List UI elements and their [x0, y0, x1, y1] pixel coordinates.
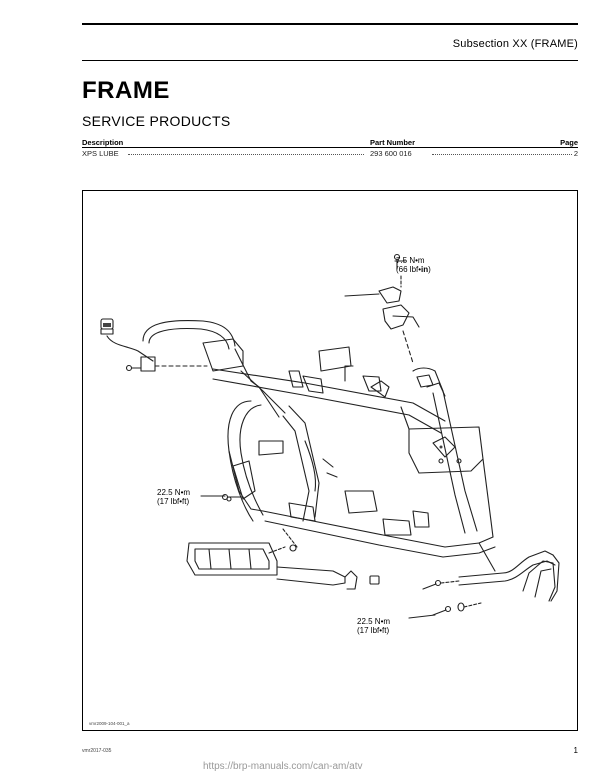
torque-imperial: (17 lbf•ft)	[357, 626, 390, 635]
table-header: Description Part Number Page	[82, 137, 578, 148]
header-top-rule	[82, 23, 578, 25]
torque-imperial: (17 lbf•ft)	[157, 497, 190, 506]
frame-illustration	[100, 253, 560, 619]
torque-label: 22.5 N•m (17 lbf•ft)	[357, 617, 390, 635]
torque-value: 22.5 N•m	[357, 617, 391, 626]
column-header-description: Description	[82, 138, 124, 147]
page-number: 1	[573, 746, 578, 755]
product-page-link[interactable]: 2	[572, 149, 578, 158]
torque-label: 7.5 N•m (66 lbf•in)	[396, 256, 431, 274]
document-code: vmr2017-035	[82, 748, 112, 754]
table-row: XPS LUBE 293 600 016 2	[82, 148, 578, 160]
leader-dots	[128, 154, 364, 155]
page-title: FRAME	[82, 77, 170, 104]
torque-imperial: (66 lbf•in)	[396, 265, 431, 274]
torque-value: 22.5 N•m	[157, 488, 191, 497]
torque-label: 22.5 N•m (17 lbf•ft)	[157, 488, 190, 506]
column-header-page: Page	[560, 138, 578, 147]
service-products-table: Description Part Number Page XPS LUBE 29…	[82, 137, 578, 160]
section-subtitle: SERVICE PRODUCTS	[82, 113, 231, 129]
product-description: XPS LUBE	[82, 149, 120, 158]
leader-dots	[432, 154, 572, 155]
header-bottom-rule	[82, 60, 578, 61]
product-part-number: 293 600 016	[370, 149, 415, 158]
figure-reference-code: vmr2009-104-001_a	[89, 721, 130, 726]
source-url-link[interactable]: https://brp-manuals.com/can-am/atv	[203, 761, 363, 772]
subsection-heading: Subsection XX (FRAME)	[452, 38, 578, 50]
frame-exploded-diagram: vmr2009-104-001_a	[82, 190, 578, 731]
torque-value: 7.5 N•m	[396, 256, 425, 265]
column-header-part-number: Part Number	[370, 138, 416, 147]
